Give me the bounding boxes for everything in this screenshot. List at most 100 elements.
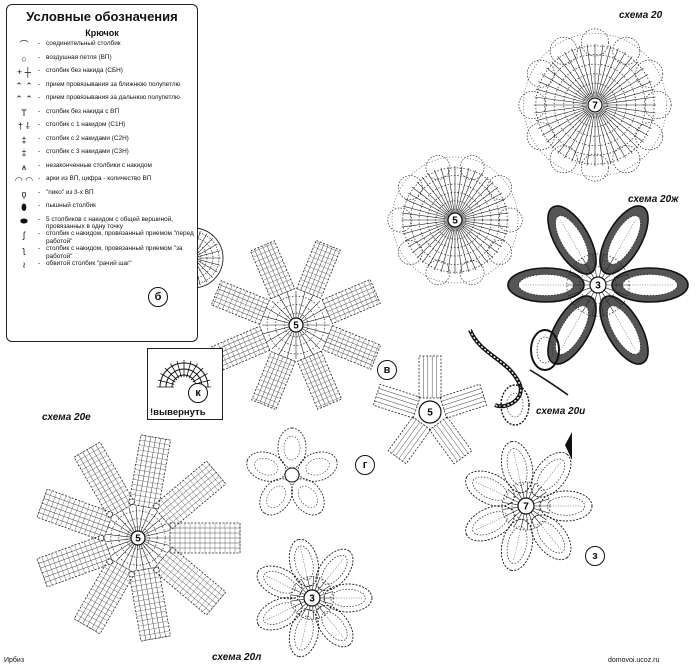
legend-dash: -: [38, 121, 41, 128]
legend-text: "пико" из 3-х ВП: [46, 188, 94, 196]
legend-text: незаконченные столбики с накидом: [46, 161, 152, 169]
legend-dash: -: [38, 215, 41, 223]
picot-icon: ϙ: [21, 188, 27, 199]
legend-dash: -: [38, 161, 41, 169]
center-number: 5: [293, 321, 299, 332]
legend-dash: -: [38, 230, 41, 238]
legend-row: ⌃ ⌃-прием провязывания за дальнюю полупе…: [10, 94, 194, 108]
legend-text: прием провязывания за дальнюю полупетлю: [46, 94, 180, 101]
legend-text: столбик с 2 накидами (С2Н): [46, 134, 129, 142]
leaf: [500, 384, 530, 426]
center-star-flower: 5: [210, 239, 382, 411]
legend-row: ≀-обвитой столбик "рачий шаг": [10, 260, 194, 274]
legend-text: столбик с накидом, провязанный приемом "…: [46, 230, 194, 245]
petal: [297, 451, 338, 482]
puff-stitch-icon: ⬮: [21, 202, 27, 212]
schema-z-flower: 7: [465, 440, 593, 572]
petal: [36, 534, 114, 588]
legend-text: столбик без накида (СБН): [46, 67, 123, 74]
legend-text: обвитой столбик "рачий шаг": [46, 259, 132, 267]
petal: [418, 355, 442, 399]
center-number: 7: [523, 502, 529, 513]
legend-dash: -: [38, 148, 41, 155]
legend-dash: -: [38, 245, 41, 253]
back-loop-icon: ⌃ ⌃: [15, 94, 33, 104]
legend-row: ○-воздушная петля (ВП): [10, 54, 194, 68]
petal: [387, 416, 432, 465]
legend-row: ‡ -столбик с 3 накидами (С3Н): [10, 148, 194, 162]
petal: [321, 278, 381, 325]
legend-dash: -: [38, 259, 41, 267]
flower-v: 5: [372, 355, 488, 465]
legend-text: соединительный столбик: [46, 40, 121, 47]
legend-text: 5 столбиков с накидом с общей вершиной, …: [46, 215, 174, 230]
schema-20zh-flower: 3: [507, 205, 689, 365]
schema-20-flower: 7: [518, 28, 672, 182]
legend-text: пышный столбик: [46, 202, 96, 209]
petal: [256, 596, 303, 631]
legend-text: столбик с 1 накидом (С1Н): [46, 121, 126, 128]
front-loop-icon: ⌃ ⌃: [15, 80, 33, 91]
middle-lace-flower: 5: [387, 155, 523, 285]
legend-dash: -: [38, 94, 41, 101]
label-schema-20i: схема 20и: [536, 406, 586, 417]
petal: [259, 478, 293, 516]
legend-row: T-столбик без накида с ВП: [10, 108, 194, 122]
double-crochet-icon: † ⸸: [18, 121, 30, 131]
legend-dash: -: [38, 67, 41, 74]
petal: [73, 441, 136, 519]
legend-row: ⩚-незаконченные столбики с накидом: [10, 162, 194, 176]
label-schema-20zh: схема 20ж: [628, 194, 679, 205]
legend-dash: -: [38, 107, 41, 115]
legend-row: ‡-столбик с 2 накидами (С2Н): [10, 135, 194, 149]
legend-row: ◠ ◠-арки из ВП, цифра - количество ВП: [10, 175, 194, 189]
legend-row: ⬬-5 столбиков с накидом с общей вершиной…: [10, 216, 194, 231]
petal: [128, 566, 171, 642]
petal: [288, 609, 320, 658]
petal: [315, 605, 354, 648]
detail-k-diagram: [157, 360, 211, 388]
back-post-icon: ʅ: [23, 245, 25, 256]
petal: [428, 416, 473, 465]
letter-v: в: [377, 360, 397, 380]
leaf: [530, 329, 560, 371]
label-schema-20l: схема 20л: [212, 652, 262, 663]
letter-k: к: [188, 383, 208, 403]
legend-dash: -: [38, 80, 41, 88]
schema-20l-flower: 3: [256, 538, 373, 658]
petal: [507, 267, 585, 303]
petal: [439, 383, 488, 419]
double-treble-icon: ‡: [21, 148, 27, 158]
legend-dash: -: [38, 202, 41, 209]
half-double-icon: T: [21, 107, 27, 118]
legend-text: столбик с накидом, провязанный приемом "…: [46, 245, 183, 260]
legend-row: + ┼-столбик без накида (СБН): [10, 67, 194, 81]
letter-g: г: [355, 455, 375, 475]
center-number: 7: [592, 101, 598, 112]
legend-row: † ⸸ -столбик с 1 накидом (С1Н): [10, 121, 194, 135]
detail-k-box: к !вывернуть: [147, 348, 223, 420]
petal: [322, 325, 382, 370]
petal: [152, 460, 227, 530]
letter-z: з: [585, 546, 605, 566]
petal: [246, 451, 287, 482]
center-number: 3: [595, 281, 601, 292]
chain-icon: ○: [21, 53, 27, 64]
center-number: 5: [427, 408, 433, 419]
label-schema-20e: схема 20е: [42, 412, 91, 423]
petal: [277, 427, 307, 469]
legend-row: ⌃ ⌃-прием провязывания за ближнюю полупе…: [10, 81, 194, 95]
legend-dash: -: [38, 53, 41, 61]
petal: [315, 548, 354, 591]
center-number: 5: [452, 216, 458, 227]
footer-site: domovoi.ucoz.ru: [608, 657, 660, 664]
chain-arch-icon: ◠ ◠: [14, 175, 34, 185]
petal: [530, 514, 572, 561]
letter-b: б: [148, 287, 168, 307]
slip-stitch-icon: ⌒: [19, 40, 29, 50]
petal: [210, 280, 270, 325]
petal: [73, 557, 136, 635]
petal: [288, 538, 320, 587]
legend-text: столбик с 3 накидами (С3Н): [46, 148, 129, 155]
